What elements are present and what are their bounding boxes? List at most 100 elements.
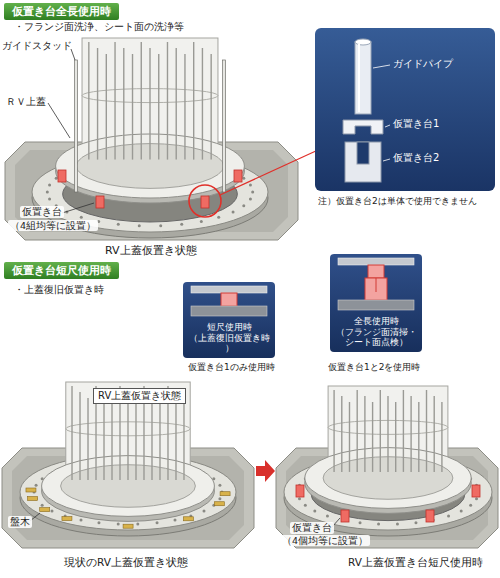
bolt-hole — [117, 523, 120, 526]
bolt-hole — [232, 210, 235, 213]
guide-stud — [75, 60, 78, 192]
bolt-hole — [359, 521, 362, 524]
bolt-hole — [173, 518, 176, 521]
bolt-hole — [242, 204, 245, 207]
bolt-hole — [313, 509, 316, 512]
nozzle-rod — [141, 42, 142, 160]
nozzle-rod — [158, 54, 159, 160]
nozzle-rod — [418, 402, 419, 472]
head-plate — [191, 286, 267, 293]
section-header: 仮置き台全長使用時 — [4, 3, 119, 20]
temporary-support — [234, 170, 242, 182]
nozzle-rod — [183, 398, 184, 480]
node-text: 仮置き台2 — [393, 152, 439, 164]
node-text: 仮置き台1 — [393, 118, 439, 130]
bolt-hole — [41, 504, 44, 507]
bolt-hole — [249, 198, 252, 201]
nozzle-rod — [132, 54, 133, 160]
bolt-hole — [326, 515, 329, 518]
bolt-hole — [304, 504, 307, 507]
bolt-hole — [298, 497, 301, 500]
nozzle-rod — [403, 390, 404, 472]
temporary-support — [96, 196, 104, 208]
node-text: 仮置き台全長使用時 — [12, 5, 111, 18]
wood-block — [40, 508, 50, 512]
support-1 — [343, 120, 383, 134]
annotation: 仮置き台 — [290, 522, 334, 534]
nozzle-rod — [123, 48, 124, 160]
nozzle-rod — [111, 398, 112, 480]
nozzle-rod — [71, 386, 72, 480]
annotation: （4組均等に設置） — [8, 220, 98, 231]
nozzle-rod — [441, 402, 442, 472]
node-text: 全長使用時 （フランジ面清掃・シート面点検） — [332, 316, 420, 348]
nozzle-rod — [426, 390, 427, 472]
bolt-hole — [218, 497, 221, 500]
temporary-support — [201, 196, 209, 208]
annotation: ガイドスタッド — [2, 40, 72, 51]
nozzle-rod — [380, 390, 381, 472]
bolt-hole — [48, 183, 51, 186]
annotation: 仮置き台 — [20, 206, 64, 218]
leader-line — [373, 65, 390, 68]
flange-plate — [338, 300, 414, 310]
bolt-hole — [447, 515, 450, 518]
bolt-hole — [475, 497, 478, 500]
annotation: RV上蓋仮置き状態 — [105, 244, 197, 257]
nozzle-rod — [356, 390, 357, 472]
annotation: 仮置き台1と2を使用時 — [326, 362, 422, 373]
nozzle-rod — [333, 390, 334, 472]
guide-pipe — [355, 42, 371, 114]
leader-line — [385, 125, 390, 127]
nozzle-rod — [434, 396, 435, 472]
detail-panel: ガイドパイプ仮置き台1仮置き台2 — [315, 28, 495, 191]
nozzle-rod — [372, 402, 373, 472]
node-text: 仮置き台短尺使用時 — [12, 264, 111, 277]
annotation: 仮置き台1のみ使用時 — [186, 362, 277, 373]
annotation: 盤木 — [8, 516, 32, 528]
wood-block — [220, 492, 230, 496]
nozzle-rod — [364, 396, 365, 472]
support-2 — [365, 278, 387, 300]
mode-box: 全長使用時 （フランジ面清掃・シート面点検） — [330, 254, 422, 352]
nozzle-rod — [114, 42, 115, 160]
support-2-slot — [376, 278, 377, 292]
nozzle-rod — [151, 392, 152, 480]
guide-pipe-shine — [358, 44, 360, 112]
temporary-support — [341, 510, 349, 522]
nozzle-rod — [341, 396, 342, 472]
wood-block — [62, 517, 72, 521]
bolt-hole — [46, 191, 49, 194]
bolt-hole — [50, 509, 53, 512]
guide-pipe-top — [355, 39, 371, 45]
flow-arrow — [256, 460, 275, 482]
nozzle-rod — [149, 48, 150, 160]
support-1 — [368, 265, 384, 278]
nozzle-rod — [210, 54, 211, 160]
nozzle-rod — [193, 42, 194, 160]
bolt-hole — [117, 223, 120, 226]
annotation: ・上蓋復旧仮置き時 — [14, 284, 104, 296]
annotation: （4個均等に設置） — [280, 535, 370, 546]
bolt-hole — [414, 521, 417, 524]
temporary-support — [472, 485, 480, 497]
nozzle-rod — [159, 398, 160, 480]
bolt-hole — [80, 518, 83, 521]
annotation: 現状のRV上蓋仮置き状態 — [64, 556, 188, 569]
bolt-hole — [203, 509, 206, 512]
part-illustration — [315, 28, 495, 191]
part-illustration — [330, 254, 422, 316]
mode-box: 短尺使用時 （上蓋復旧仮置き時） — [183, 282, 275, 358]
nozzle-rod — [97, 48, 98, 160]
nozzle-rod — [87, 398, 88, 480]
wood-block — [26, 488, 36, 492]
caption-box: RV上蓋仮置き状態 — [93, 388, 186, 404]
bolt-hole — [138, 224, 141, 227]
annotation: ・フランジ面洗浄、シート面の洗浄等 — [14, 21, 184, 33]
bolt-hole — [48, 198, 51, 201]
annotation: 注）仮置き台2は単体で使用できません — [318, 196, 477, 207]
nozzle-rod — [410, 396, 411, 472]
callout-line — [220, 150, 318, 195]
wood-block — [183, 517, 193, 521]
node-text: RV上蓋仮置き状態 — [98, 390, 181, 402]
